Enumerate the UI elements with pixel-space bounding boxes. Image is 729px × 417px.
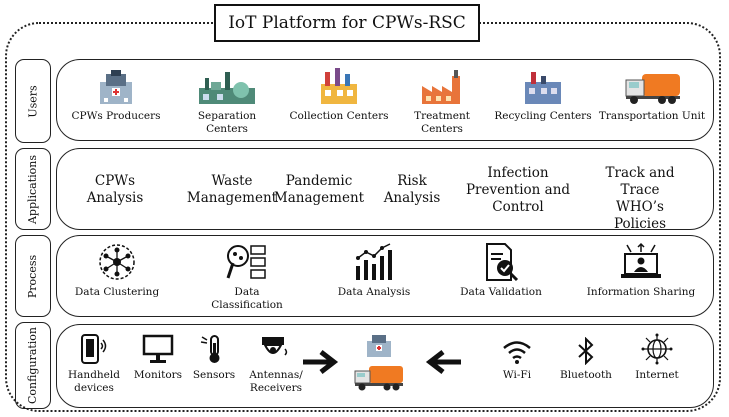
process-data-clustering: Data Clustering bbox=[71, 242, 163, 299]
device-sensors: Sensors bbox=[187, 333, 241, 382]
process-information-sharing: Information Sharing bbox=[585, 242, 697, 299]
user-label: Transportation Unit bbox=[598, 110, 706, 122]
layer-label-text: Users bbox=[26, 84, 40, 118]
layer-label-text: Process bbox=[26, 254, 40, 298]
users-panel: CPWs Producers Separation Centers Collec… bbox=[56, 59, 714, 141]
truck-icon bbox=[354, 366, 403, 391]
app-infection-prevention: Infection Prevention and Control bbox=[465, 165, 571, 215]
device-label: Antennas/ Receivers bbox=[249, 369, 303, 394]
user-transportation-unit: Transportation Unit bbox=[597, 68, 707, 123]
analysis-chart-icon bbox=[356, 243, 392, 280]
antenna-icon bbox=[262, 337, 288, 356]
validation-icon bbox=[486, 243, 519, 282]
process-data-classification: Data Classification bbox=[197, 242, 297, 312]
diagram-title: IoT Platform for CPWs-RSC bbox=[214, 4, 480, 42]
user-label: CPWs Producers bbox=[71, 110, 161, 122]
device-label: Monitors bbox=[133, 369, 183, 381]
device-handheld: Handheld devices bbox=[63, 333, 125, 395]
app-track-trace-who: Track and Trace WHO’s Policies bbox=[605, 165, 675, 232]
user-recycling-centers: Recycling Centers bbox=[493, 68, 593, 123]
bluetooth-icon bbox=[578, 337, 594, 365]
classification-icon bbox=[226, 245, 266, 279]
user-collection-centers: Collection Centers bbox=[289, 66, 389, 123]
process-data-analysis: Data Analysis bbox=[333, 242, 415, 299]
app-cpws-analysis: CPWs Analysis bbox=[86, 173, 144, 206]
arrow-right-icon bbox=[303, 350, 339, 374]
device-antennas: Antennas/ Receivers bbox=[241, 333, 311, 395]
layer-label-applications: Applications bbox=[15, 148, 51, 230]
thermometer-icon bbox=[200, 335, 220, 363]
wifi-icon bbox=[503, 341, 531, 364]
smartphone-icon bbox=[81, 334, 107, 364]
device-label: Sensors bbox=[192, 369, 236, 381]
layer-label-text: Configuration bbox=[26, 326, 40, 405]
globe-icon bbox=[641, 333, 673, 365]
layer-label-process: Process bbox=[15, 235, 51, 317]
collection-plant-icon bbox=[321, 68, 357, 104]
layer-label-text: Applications bbox=[26, 154, 40, 224]
process-label: Data Validation bbox=[460, 286, 542, 298]
hospital-icon bbox=[367, 335, 391, 357]
app-pandemic-management: Pandemic Management bbox=[273, 173, 365, 206]
process-panel: Data Clustering Data Classification Data… bbox=[56, 235, 714, 317]
conn-wifi: Wi-Fi bbox=[489, 339, 545, 382]
user-label: Collection Centers bbox=[289, 110, 389, 122]
sharing-icon bbox=[621, 242, 661, 278]
user-label: Treatment Centers bbox=[414, 110, 470, 135]
user-label: Recycling Centers bbox=[494, 110, 592, 122]
user-separation-centers: Separation Centers bbox=[177, 68, 277, 136]
separation-plant-icon bbox=[199, 72, 255, 104]
connectivity-label: Wi-Fi bbox=[502, 369, 532, 381]
device-monitors: Monitors bbox=[129, 333, 187, 382]
process-data-validation: Data Validation bbox=[455, 242, 547, 299]
configuration-panel: Handheld devices Monitors Sensors Antenn… bbox=[56, 324, 714, 408]
process-label: Data Analysis bbox=[337, 286, 411, 298]
monitor-icon bbox=[142, 334, 174, 363]
process-label: Data Clustering bbox=[74, 286, 160, 298]
treatment-plant-icon bbox=[422, 70, 460, 104]
layer-label-users: Users bbox=[15, 59, 51, 143]
arrow-left-icon bbox=[425, 350, 461, 374]
connectivity-label: Bluetooth bbox=[560, 369, 612, 381]
truck-icon bbox=[625, 74, 680, 104]
hospital-icon bbox=[100, 70, 132, 104]
device-label: Handheld devices bbox=[68, 369, 120, 394]
clustering-icon bbox=[99, 244, 135, 280]
recycling-plant-icon bbox=[525, 72, 561, 104]
connectivity-label: Internet bbox=[635, 369, 679, 381]
central-hub bbox=[349, 331, 409, 395]
applications-panel: CPWs Analysis Waste Management Pandemic … bbox=[56, 148, 714, 232]
app-waste-management: Waste Management bbox=[186, 173, 278, 206]
process-label: Data Classification bbox=[211, 286, 283, 311]
user-treatment-centers: Treatment Centers bbox=[392, 68, 492, 136]
user-label: Separation Centers bbox=[197, 110, 257, 135]
layer-label-configuration: Configuration bbox=[15, 322, 51, 409]
user-cpws-producers: CPWs Producers bbox=[71, 68, 161, 123]
app-risk-analysis: Risk Analysis bbox=[383, 173, 441, 206]
process-label: Information Sharing bbox=[586, 286, 696, 298]
conn-bluetooth: Bluetooth bbox=[553, 337, 619, 382]
conn-internet: Internet bbox=[627, 333, 687, 382]
